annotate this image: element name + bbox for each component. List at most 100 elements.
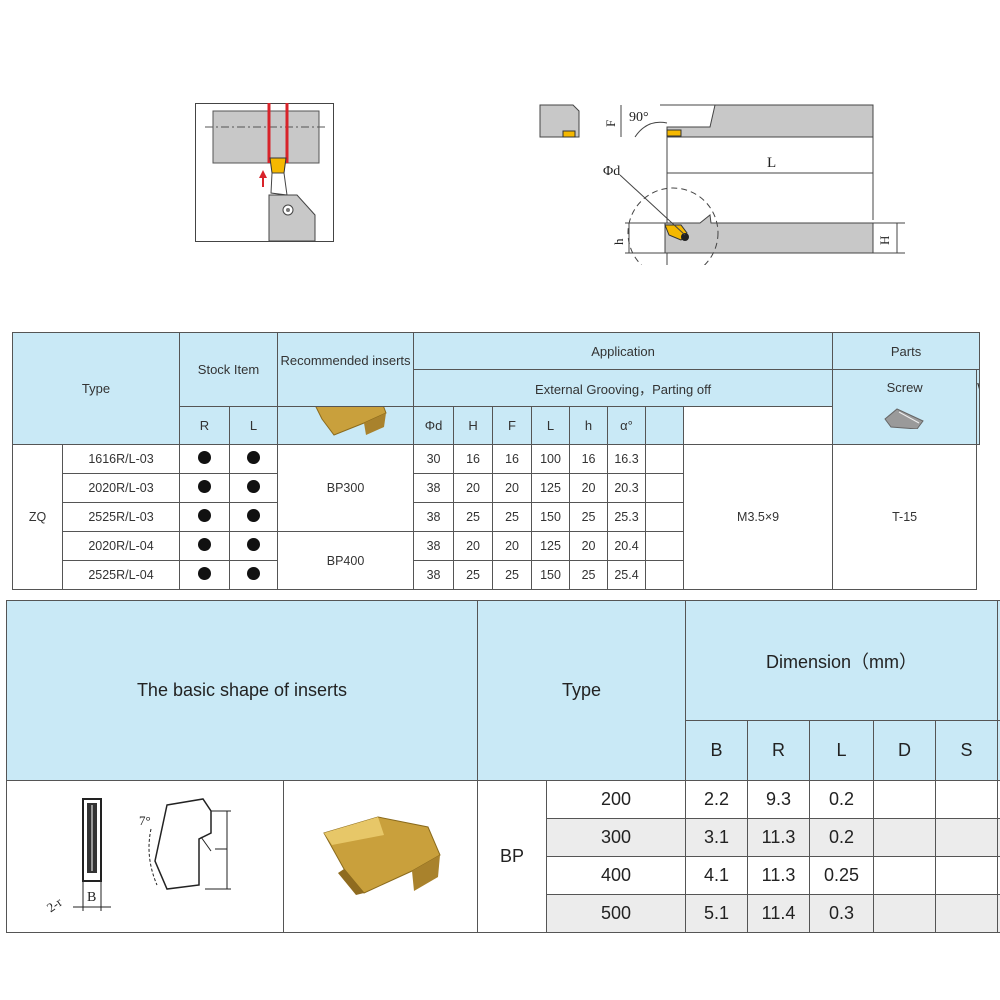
screw-header: Screw	[886, 380, 923, 395]
dim-col-alpha: α°	[607, 406, 647, 445]
corner-radius-label: 2-r	[44, 894, 66, 915]
cell-h: 25	[569, 502, 609, 532]
cell-S	[935, 818, 998, 857]
col-R: R	[747, 720, 810, 781]
insert-type: 500	[546, 894, 686, 933]
dimension-header: Dimension（mm）	[685, 600, 998, 721]
shape-header: The basic shape of inserts	[6, 600, 478, 781]
stock-r-dot	[179, 531, 230, 561]
insert-dimension-table: The basic shape of inserts Type Dimensio…	[6, 600, 1000, 933]
cell-H: 20	[453, 531, 494, 561]
cell-R: 9.3	[747, 780, 810, 819]
parts-header: Parts	[832, 332, 980, 370]
wrench-icon	[977, 401, 979, 429]
table-row-type: 2020R/L-03	[62, 473, 180, 503]
angle-7-label: 7°	[139, 813, 151, 828]
stock-r-dot	[179, 444, 230, 474]
cell-H: 25	[453, 502, 494, 532]
dim-col-L: L	[531, 406, 571, 445]
stock-r-dot	[179, 473, 230, 503]
stock-l-dot	[228, 473, 279, 503]
dim-col-F: F	[492, 406, 533, 445]
col-D: D	[873, 720, 936, 781]
cell-alpha: 16.3	[607, 444, 647, 474]
cell-R: 11.4	[747, 894, 810, 933]
series-bp: BP	[477, 780, 547, 933]
screw-header-cell: Screw	[832, 369, 978, 445]
col-L: L	[809, 720, 874, 781]
cell-B: 5.1	[685, 894, 748, 933]
cell-blank	[645, 560, 685, 590]
table-row-type: 2525R/L-04	[62, 560, 180, 590]
cell-D	[873, 894, 936, 933]
angle-90-label: 90°	[629, 110, 649, 125]
dim-h-label: h	[611, 238, 626, 245]
cell-alpha: 20.3	[607, 473, 647, 503]
holder-dimension-drawing: F 90° L Φd h H	[539, 104, 905, 265]
cell-H: 20	[453, 473, 494, 503]
cell-blank	[645, 502, 685, 532]
cell-h: 16	[569, 444, 609, 474]
insert-type: 200	[546, 780, 686, 819]
cell-h: 25	[569, 560, 609, 590]
recommended-inserts-header: Recommended inserts	[277, 332, 415, 407]
cell-alpha: 25.3	[607, 502, 647, 532]
edge-cell	[997, 894, 1000, 933]
application-header: Application	[413, 332, 834, 370]
cell-H: 25	[453, 560, 494, 590]
cell-L: 0.3	[809, 894, 874, 933]
stock-r-dot	[179, 502, 230, 532]
stock-r-dot	[179, 560, 230, 590]
insert-end	[562, 130, 576, 138]
stock-l-header: L	[228, 406, 279, 445]
insert-type: 400	[546, 856, 686, 895]
cell-phid: 38	[413, 560, 455, 590]
group-zq: ZQ	[12, 444, 63, 590]
cell-R: 11.3	[747, 856, 810, 895]
holder-spec-table: Type Stock Item Recommended inserts Appl…	[12, 332, 980, 590]
type-header-2: Type	[477, 600, 686, 781]
insert-gold	[269, 157, 287, 174]
width-B-label: B	[87, 890, 96, 905]
stock-item-header: Stock Item	[178, 332, 279, 407]
dim-col-blank	[645, 406, 685, 445]
cell-L: 150	[531, 502, 571, 532]
feed-arrow	[259, 170, 267, 178]
cell-L: 100	[531, 444, 571, 474]
cell-D	[873, 856, 936, 895]
screw-value: M3.5×9	[683, 444, 834, 590]
cell-phid: 38	[413, 531, 455, 561]
dim-L-label: L	[767, 155, 776, 171]
workpiece	[212, 110, 320, 164]
col-B: B	[685, 720, 748, 781]
cell-F: 25	[492, 502, 533, 532]
insert-line-drawing: B 2-r 7°	[44, 798, 231, 915]
wrench-value: T-15	[832, 444, 978, 590]
dim-col-phid: Φd	[413, 406, 455, 445]
cell-B: 3.1	[685, 818, 748, 857]
cell-phid: 38	[413, 473, 455, 503]
cell-L: 125	[531, 531, 571, 561]
stock-l-dot	[228, 560, 279, 590]
cell-L: 0.2	[809, 818, 874, 857]
cell-blank	[645, 473, 685, 503]
cell-S	[935, 894, 998, 933]
cell-L: 150	[531, 560, 571, 590]
parting-diameter-circle	[627, 187, 719, 265]
cell-B: 4.1	[685, 856, 748, 895]
cell-B: 2.2	[685, 780, 748, 819]
cell-D	[873, 780, 936, 819]
dim-col-H: H	[453, 406, 494, 445]
wrench-header: Wrench	[978, 380, 979, 395]
dim-F-label: F	[603, 120, 618, 127]
screw-icon	[883, 408, 924, 430]
insert-photo-cell	[283, 780, 478, 933]
insert-type: 300	[546, 818, 686, 857]
table-row-type: 2525R/L-03	[62, 502, 180, 532]
table-row-type: 2020R/L-04	[62, 531, 180, 561]
cell-L: 0.2	[809, 780, 874, 819]
cell-blank	[645, 444, 685, 474]
cell-S	[935, 780, 998, 819]
stock-l-dot	[228, 531, 279, 561]
stock-l-dot	[228, 502, 279, 532]
